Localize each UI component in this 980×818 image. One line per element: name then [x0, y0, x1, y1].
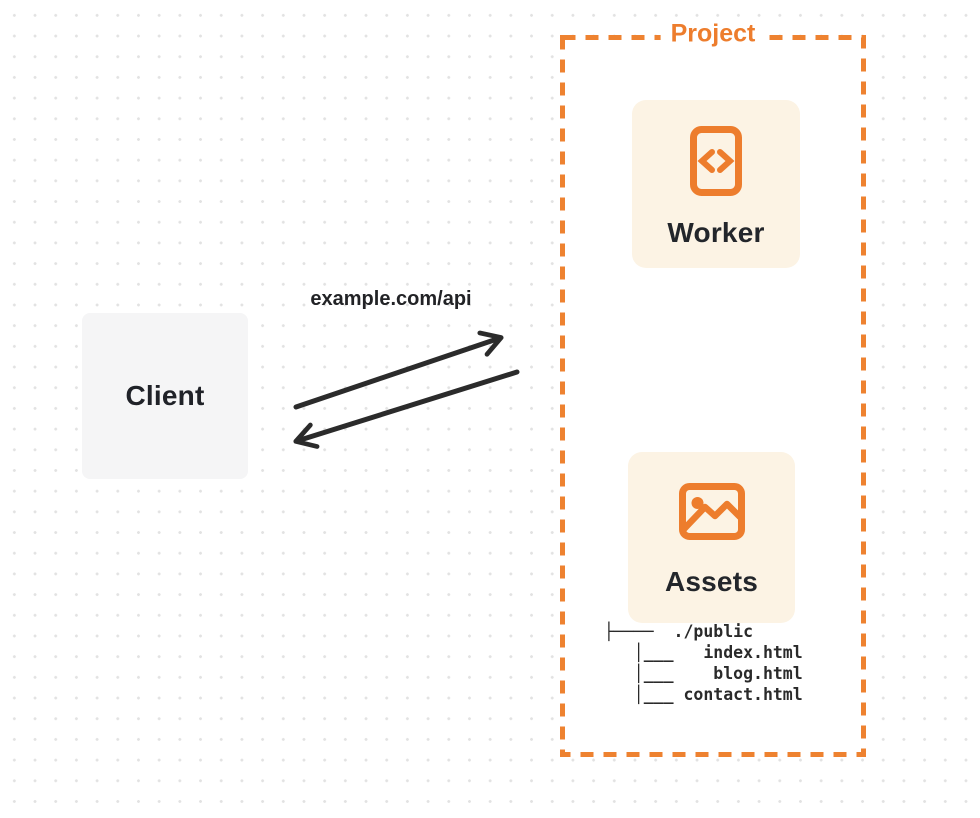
client-node: Client: [82, 313, 248, 479]
response-arrow: [293, 369, 520, 449]
file-tree-line: │___ contact.html: [604, 685, 803, 704]
project-group: Project Worker Assets: [560, 19, 866, 757]
file-tree-line: │___ index.html: [604, 643, 803, 662]
file-tree: ├──── ./public │___ index.html │___ blog…: [604, 621, 803, 705]
file-tree-line: ├──── ./public: [604, 622, 754, 641]
request-arrow: [293, 330, 504, 410]
worker-label: Worker: [667, 217, 765, 248]
client-label: Client: [125, 380, 205, 411]
file-tree-line: │___ blog.html: [604, 664, 803, 683]
image-icon: [678, 483, 745, 540]
project-label: Project: [660, 19, 766, 49]
request-url-label: example.com/api: [310, 288, 472, 310]
worker-node: Worker: [632, 100, 800, 268]
assets-label: Assets: [664, 566, 759, 597]
code-document-icon: [690, 126, 742, 196]
assets-node: Assets: [628, 452, 795, 623]
